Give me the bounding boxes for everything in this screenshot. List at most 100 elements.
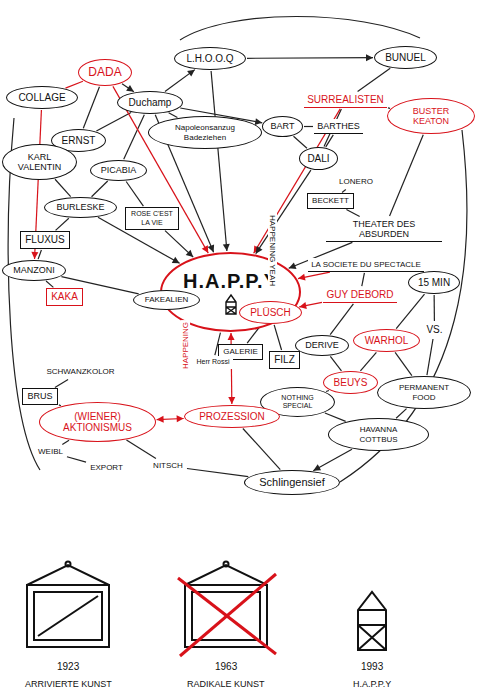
node-text: BART [271, 121, 295, 131]
node-text: Schlingensief [259, 476, 324, 489]
concept-node: PLÜSCH [239, 301, 302, 324]
node-text: PROZESSION [199, 411, 265, 423]
connector-line [427, 339, 433, 375]
connector-line [274, 325, 281, 350]
node-text: HAVANNA COTTBUS [344, 425, 414, 443]
concept-node: BUSTER KEATON [387, 98, 475, 134]
connector [83, 87, 99, 129]
connector [165, 70, 195, 92]
connector-line [96, 113, 131, 131]
connector [396, 294, 424, 329]
concept-box: FILZ [269, 351, 300, 369]
node-text: Napoleonsanzug Badeziehen [165, 123, 245, 141]
connector [122, 84, 134, 92]
connector-line [330, 304, 353, 335]
connector-line [165, 231, 193, 257]
picture-frame [27, 562, 109, 648]
arrow-head [366, 54, 373, 61]
connector-line [342, 190, 346, 193]
year-caption: 1963 [213, 661, 239, 672]
connector [427, 339, 433, 375]
connector-line [396, 409, 406, 419]
arrow-head [126, 85, 134, 92]
concept-box: KAKA [46, 288, 83, 306]
node-text: KARL VALENTIN [15, 152, 65, 173]
connector [247, 54, 373, 61]
connector-line [83, 87, 99, 129]
concept-node: MANZONI [2, 260, 66, 281]
connector [67, 457, 86, 462]
concept-node: Schlingensief [244, 470, 340, 495]
connector [434, 295, 435, 321]
connector [56, 218, 69, 230]
node-text: NOTHING SPECIAL [273, 394, 323, 410]
connector-line [92, 181, 108, 197]
connector-line [126, 440, 155, 458]
line-label: HAPPENING [181, 320, 190, 371]
concept-node: DERIVE [295, 335, 349, 356]
connector [313, 449, 352, 470]
concept-node: FAKEALIEN [133, 290, 200, 310]
node-text: H.A.P.P.Y [183, 270, 278, 293]
arrow-head [228, 397, 235, 404]
node-text: BURLESKE [56, 202, 104, 212]
node-text: DALI [307, 153, 329, 165]
arrow-head [256, 246, 263, 254]
concept-node: Duchamp [117, 91, 183, 114]
connector [46, 281, 53, 287]
year-caption: 1923 [55, 661, 81, 672]
concept-node: HAVANNA COTTBUS [328, 418, 429, 451]
concept-node: PERMANENT FOOD [377, 376, 471, 409]
arrow-head [255, 118, 263, 125]
concept-node: BARTHES [314, 119, 363, 134]
year-caption: ARRIVIERTE KUNST [23, 679, 114, 689]
connector-line [396, 294, 424, 329]
connector-line [66, 81, 83, 88]
connector-line [358, 68, 391, 91]
node-text: ROSE C'EST LA VIE [130, 210, 174, 226]
node-text: PLÜSCH [250, 307, 291, 319]
concept-node: PICABIA [90, 160, 147, 181]
connector [165, 231, 193, 257]
node-text: FAKEALIEN [145, 295, 189, 304]
connector [62, 440, 69, 444]
connector-line [122, 84, 134, 92]
concept-node: BART [262, 116, 303, 137]
connector-line [187, 469, 248, 477]
connector-line [326, 390, 329, 391]
connector [55, 179, 71, 196]
node-text: MANZONI [13, 265, 55, 275]
node-text: BEUYS [334, 377, 368, 389]
connector-line [326, 135, 334, 147]
node-text: EXPORT [90, 463, 123, 472]
concept-node: BUNUEL [374, 46, 437, 69]
node-text: BARTHES [317, 121, 359, 131]
arrow-head [187, 70, 195, 77]
loop-line [180, 17, 420, 41]
arrow-head [31, 252, 38, 259]
connector-line [395, 352, 412, 375]
concept-node: L.H.O.O.Q [174, 47, 246, 70]
connector-line [126, 181, 143, 206]
arrow-head [313, 464, 321, 470]
year-caption: 1993 [359, 661, 385, 672]
connector-line [434, 295, 435, 321]
connector-line [46, 281, 53, 287]
concept-node: COLLAGE [6, 86, 78, 109]
concept-node: DADA [78, 59, 132, 86]
arrow-head [289, 262, 297, 268]
concept-node: SCHWANZKOLOR [43, 365, 118, 379]
connector-line [360, 352, 376, 371]
arrow-head [223, 244, 230, 251]
connector-line [165, 70, 195, 92]
node-text: WEIBL [38, 447, 63, 456]
node-text: KAKA [51, 291, 78, 303]
connector [187, 469, 248, 477]
arrow-head [157, 416, 164, 423]
connector [346, 209, 359, 216]
connector [360, 352, 376, 371]
concept-box: FLUXUS [20, 231, 70, 249]
arrow-head [202, 245, 209, 253]
year-caption: RADIKALE KUNST [185, 679, 267, 689]
